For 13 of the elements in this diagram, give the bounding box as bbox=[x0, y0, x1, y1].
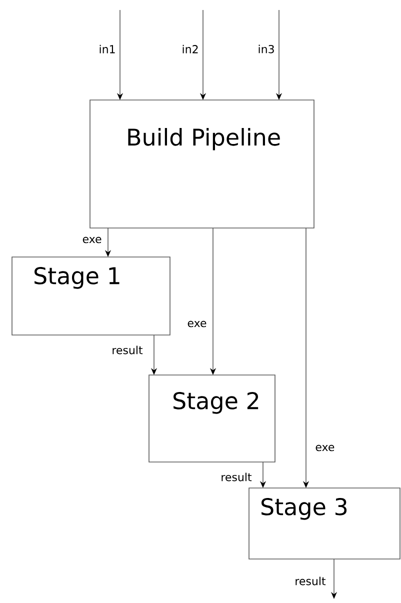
edge-label: exe bbox=[314, 444, 336, 452]
edge-label: exe bbox=[81, 236, 103, 244]
stage-box: Stage 1 bbox=[12, 256, 170, 336]
edge-label: exe bbox=[186, 320, 208, 328]
edge-label: result bbox=[110, 344, 144, 356]
stage-box: Build Pipeline bbox=[90, 100, 314, 228]
edge-label: in3 bbox=[256, 44, 276, 54]
edge-label: in2 bbox=[180, 44, 200, 54]
edge-label: result bbox=[220, 472, 253, 482]
edge-label: in1 bbox=[98, 44, 117, 54]
stage-box: Stage 2 bbox=[148, 374, 276, 462]
edge-label: result bbox=[294, 576, 327, 586]
stage-box: Stage 3 bbox=[248, 488, 400, 560]
